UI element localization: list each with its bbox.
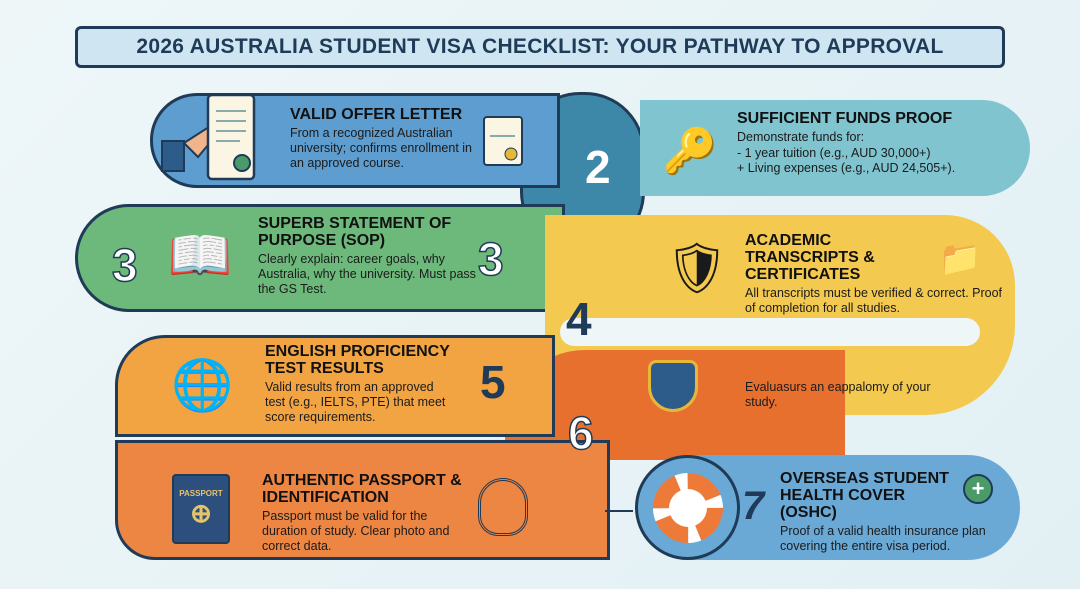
step-3-number-left: 3 bbox=[111, 238, 138, 292]
step-5-english bbox=[115, 335, 555, 437]
step-3-description: Clearly explain: career goals, why Austr… bbox=[258, 252, 476, 296]
health-cross-icon: + bbox=[963, 474, 993, 504]
step-7-oshc bbox=[690, 455, 1020, 560]
step-2-title: SUFFICIENT FUNDS PROOF bbox=[737, 110, 953, 127]
certificate-icon bbox=[478, 112, 528, 172]
page-title: 2026 AUSTRALIA STUDENT VISA CHECKLIST: Y… bbox=[75, 26, 1005, 68]
book-graduation-icon: 📖 bbox=[167, 226, 233, 285]
step-4-description: All transcripts must be verified & corre… bbox=[745, 286, 1003, 315]
step-2-line-2: - 1 year tuition (e.g., AUD 30,000+) bbox=[737, 146, 931, 160]
step-4-title: ACADEMIC TRANSCRIPTS & CERTIFICATES bbox=[745, 232, 875, 283]
step-5-description: Valid results from an approved test (e.g… bbox=[265, 380, 446, 424]
step-3-sop bbox=[75, 204, 565, 312]
step-7-description: Proof of a valid health insurance plan c… bbox=[780, 524, 986, 553]
shield-emblem-icon bbox=[648, 360, 698, 412]
step-passport-title: AUTHENTIC PASSPORT & IDENTIFICATION bbox=[262, 472, 462, 506]
step-1-title: VALID OFFER LETTER bbox=[290, 106, 463, 123]
step-passport-description: Passport must be valid for the duration … bbox=[262, 509, 450, 553]
step-3-number: 3 bbox=[477, 232, 504, 286]
life-ring-icon bbox=[635, 455, 740, 560]
step-1-description: From a recognized Australian university;… bbox=[290, 126, 473, 170]
folder-icon: 📁 bbox=[938, 240, 982, 278]
step-2-line-3: + Living expenses (e.g., AUD 24,505+). bbox=[737, 161, 956, 175]
globe-headset-icon: 🌐 bbox=[171, 356, 234, 413]
step-6-number: 6 bbox=[567, 406, 594, 460]
offer-letter-scroll-icon bbox=[155, 88, 275, 188]
step-7-number: 7 bbox=[742, 484, 765, 528]
passport-icon: PASSPORT⊕ bbox=[172, 474, 230, 544]
fingerprint-icon bbox=[478, 478, 528, 536]
step-2-funds bbox=[640, 100, 1030, 196]
passport-label: PASSPORT bbox=[179, 489, 223, 498]
step-5-number: 5 bbox=[480, 356, 506, 408]
step-2-number: 2 bbox=[585, 141, 611, 193]
step-7-title: OVERSEAS STUDENT HEALTH COVER (OSHC) bbox=[780, 470, 949, 521]
step-4-number: 4 bbox=[566, 293, 592, 345]
arrow-to-step-7 bbox=[605, 510, 633, 512]
shield-document-icon: 🛡 bbox=[665, 239, 729, 296]
step-3-title: SUPERB STATEMENT OF PURPOSE (SOP) bbox=[258, 215, 452, 249]
step-6-description: Evaluasurs an eappalomy of your study. bbox=[745, 380, 931, 409]
step-5-title: ENGLISH PROFICIENCY TEST RESULTS bbox=[265, 343, 450, 377]
step-2-line-1: Demonstrate funds for: bbox=[737, 130, 865, 144]
key-and-money-icon: 🔑 bbox=[662, 126, 718, 176]
